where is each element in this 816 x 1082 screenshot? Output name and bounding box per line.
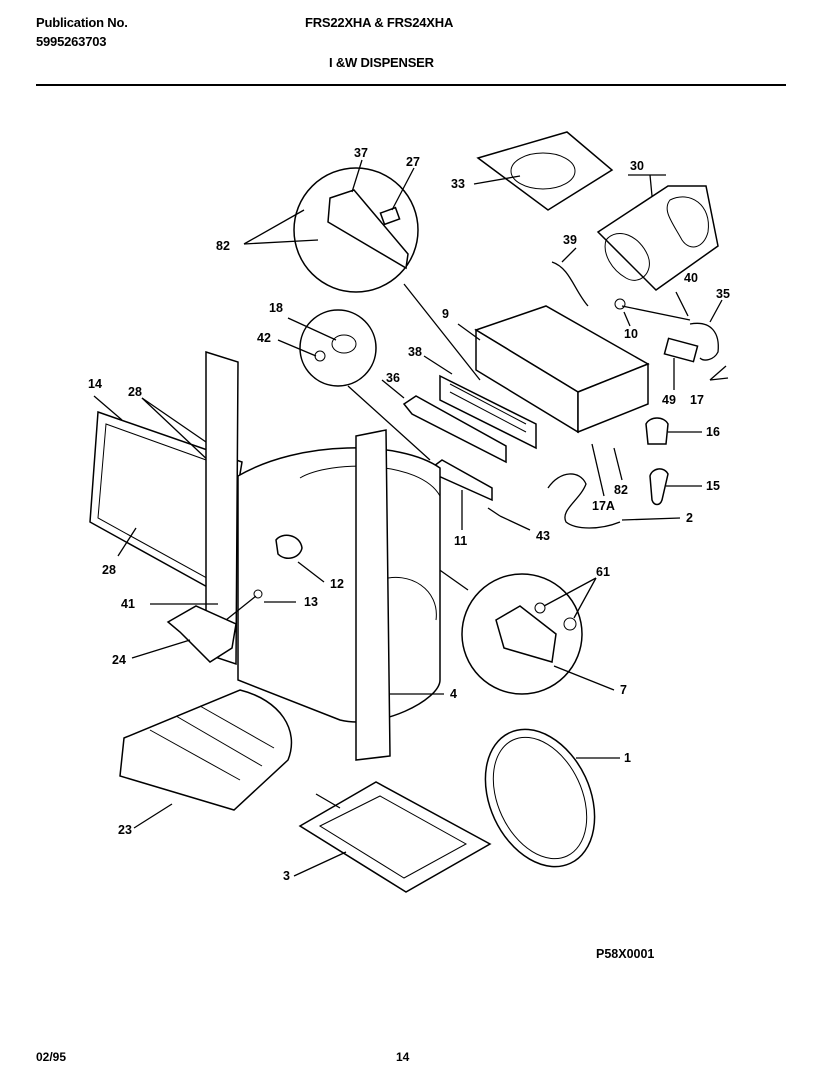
section-title: I &W DISPENSER bbox=[329, 55, 434, 70]
callout-49[interactable]: 49 bbox=[662, 393, 676, 407]
left-frame-column bbox=[205, 350, 239, 666]
part-16-socket bbox=[645, 417, 702, 445]
publication-number: 5995263703 bbox=[36, 34, 107, 49]
part-36-bracket bbox=[381, 379, 507, 464]
model-numbers: FRS22XHA & FRS24XHA bbox=[305, 15, 454, 30]
part-17a-82-screws bbox=[591, 443, 623, 497]
callout-13[interactable]: 13 bbox=[304, 595, 318, 609]
part-4-front-column bbox=[355, 429, 444, 761]
callout-2[interactable]: 2 bbox=[686, 511, 693, 525]
callout-61[interactable]: 61 bbox=[596, 565, 610, 579]
part-28-screws bbox=[141, 397, 213, 465]
callout-35[interactable]: 35 bbox=[716, 287, 730, 301]
part-40-35-49-17 bbox=[621, 291, 729, 390]
callout-7[interactable]: 7 bbox=[620, 683, 627, 697]
callout-82-left[interactable]: 82 bbox=[216, 239, 230, 253]
part-3-heater-pad bbox=[293, 781, 492, 893]
callout-82-right[interactable]: 82 bbox=[614, 483, 628, 497]
part-39-wire bbox=[551, 261, 589, 307]
publication-date: 02/95 bbox=[36, 1050, 67, 1064]
part-12-clip bbox=[275, 534, 325, 583]
publication-label: Publication No. bbox=[36, 15, 128, 30]
callout-10[interactable]: 10 bbox=[624, 327, 638, 341]
callout-17a[interactable]: 17A bbox=[592, 499, 615, 513]
detail-circle-61-7 bbox=[433, 565, 615, 695]
callout-1[interactable]: 1 bbox=[624, 751, 631, 765]
callout-4[interactable]: 4 bbox=[450, 687, 457, 701]
detail-circle-18-42 bbox=[277, 309, 431, 461]
callout-36[interactable]: 36 bbox=[386, 371, 400, 385]
callout-11[interactable]: 11 bbox=[454, 534, 467, 548]
callout-15[interactable]: 15 bbox=[706, 479, 720, 493]
callout-40[interactable]: 40 bbox=[684, 271, 698, 285]
part-9-housing bbox=[423, 305, 650, 450]
detail-circle-37-27 bbox=[243, 159, 481, 381]
page-number: 14 bbox=[396, 1050, 410, 1064]
part-10-screw bbox=[614, 298, 631, 327]
part-24-actuator bbox=[131, 605, 237, 663]
callout-37[interactable]: 37 bbox=[354, 146, 368, 160]
callout-41[interactable]: 41 bbox=[121, 597, 135, 611]
callout-28-upper[interactable]: 28 bbox=[128, 385, 142, 399]
callout-33[interactable]: 33 bbox=[451, 177, 465, 191]
callout-30[interactable]: 30 bbox=[630, 159, 644, 173]
callout-24[interactable]: 24 bbox=[112, 653, 126, 667]
callout-43[interactable]: 43 bbox=[536, 529, 550, 543]
callout-3[interactable]: 3 bbox=[283, 869, 290, 883]
part-41-13-screw bbox=[150, 589, 296, 621]
callout-9[interactable]: 9 bbox=[442, 307, 449, 321]
callout-28-lower[interactable]: 28 bbox=[102, 563, 116, 577]
callout-14[interactable]: 14 bbox=[88, 377, 102, 391]
part-30-duct bbox=[596, 174, 719, 291]
callout-38[interactable]: 38 bbox=[408, 345, 422, 359]
callout-17[interactable]: 17 bbox=[690, 393, 704, 407]
drawing-code: P58X0001 bbox=[596, 947, 655, 961]
part-33-top-plate bbox=[473, 131, 614, 211]
callout-42[interactable]: 42 bbox=[257, 331, 271, 345]
part-43-screw bbox=[487, 507, 531, 531]
part-11-plate bbox=[433, 459, 493, 530]
callout-39[interactable]: 39 bbox=[563, 233, 577, 247]
callout-16[interactable]: 16 bbox=[706, 425, 720, 439]
part-23-drip-tray bbox=[119, 689, 293, 829]
callout-18[interactable]: 18 bbox=[269, 301, 283, 315]
part-2-tube bbox=[547, 473, 681, 529]
part-15-bulb bbox=[649, 468, 702, 506]
callout-23[interactable]: 23 bbox=[118, 823, 132, 837]
callout-12[interactable]: 12 bbox=[330, 577, 344, 591]
part-1-gasket-ring bbox=[484, 728, 620, 868]
callout-27[interactable]: 27 bbox=[406, 155, 420, 169]
header-rule bbox=[36, 84, 786, 86]
